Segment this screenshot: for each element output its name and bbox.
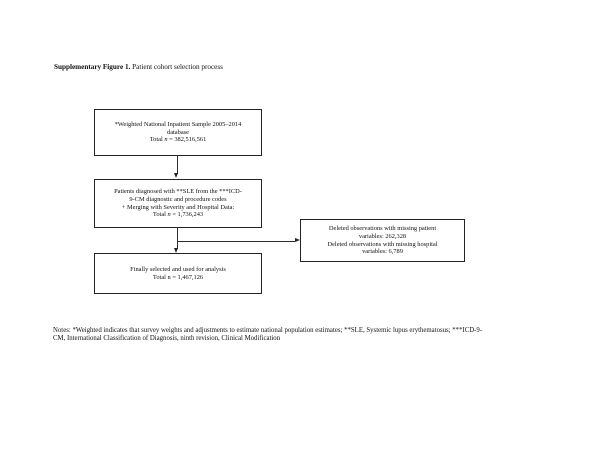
arrowhead-down-icon [174,248,179,253]
box-line: 9-CM diagnostic and procedure codes [129,195,227,203]
box-line: Deleted observations with missing hospit… [327,240,438,248]
figure-notes: Notes: *Weighted indicates that survey w… [53,327,482,343]
box-line: variables: 6,789 [362,248,403,256]
box-line: variables: 262,328 [358,232,407,240]
box-line: database [167,128,189,136]
total-label: Total [152,211,168,219]
figure-caption: Supplementary Figure 1. Patient cohort s… [54,63,223,72]
connector-branch-to-side-box [177,241,295,242]
total-n-symbol: n [164,136,168,144]
connector-box2-box3 [177,228,178,249]
box-line-total: Total n = 382,516,561 [150,136,207,144]
arrowhead-right-icon [295,238,300,243]
box-line: *Weighted National Inpatient Sample 2005… [114,120,242,128]
box-deleted-observations: Deleted observations with missing patien… [300,219,465,262]
connector-box1-box2 [177,156,178,174]
total-n-symbol: n [167,211,171,219]
total-value: = 1,736,243 [170,211,204,219]
total-value: = 382,516,561 [167,136,207,144]
box-line-total: Total n = 1,736,243 [153,211,203,219]
box-line: Total n = 1,467,126 [152,273,204,281]
box-weighted-nis-database: *Weighted National Inpatient Sample 2005… [94,109,262,156]
figure-caption-label: Supplementary Figure 1. [54,63,131,71]
box-line: Patients diagnosed with **SLE from the *… [114,187,242,195]
arrowhead-down-icon [174,173,179,178]
box-line: Finally selected and used for analysis [130,265,226,273]
notes-line: Notes: *Weighted indicates that survey w… [53,327,483,334]
total-label: Total [149,136,165,144]
notes-line: CM, International Classification of Diag… [53,335,281,343]
box-line: + Merging with Severity and Hospital Dat… [121,203,235,211]
box-final-selection: Finally selected and used for analysis T… [94,253,262,294]
box-patients-diagnosed-sle: Patients diagnosed with **SLE from the *… [94,179,262,228]
box-line: Deleted observations with missing patien… [328,224,437,232]
figure-caption-text: Patient cohort selection process [130,63,223,71]
